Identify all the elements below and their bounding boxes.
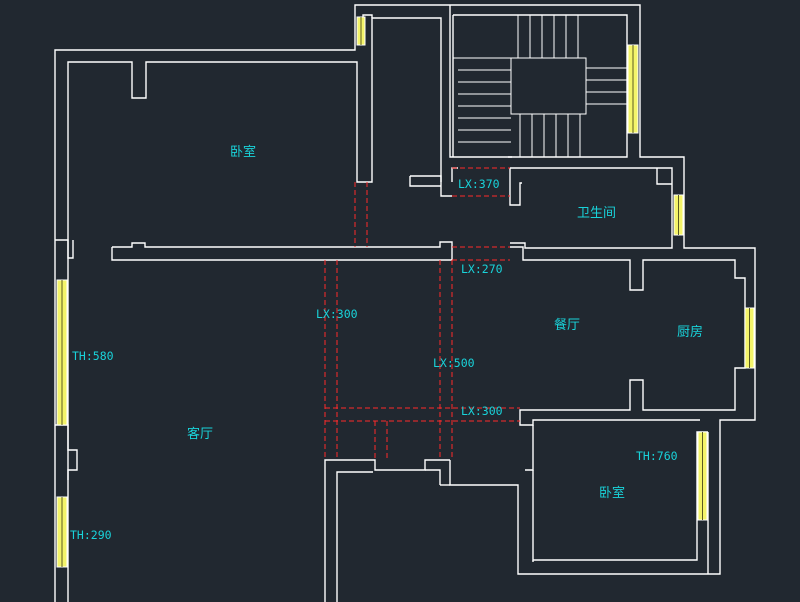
dim-label-lx-370: LX:370	[458, 177, 500, 191]
window-bathroom	[673, 194, 684, 236]
room-labels: 卧室 卫生间 餐厅 厨房 客厅 卧室	[187, 144, 703, 501]
dimension-labels: LX:370 LX:270 LX:300 LX:500 LX:300 TH:58…	[70, 177, 678, 542]
dim-label-lx-300-lower: LX:300	[461, 404, 503, 418]
dim-label-th-580: TH:580	[72, 349, 114, 363]
dim-label-lx-500: LX:500	[433, 356, 475, 370]
dim-label-lx-300-upper: LX:300	[316, 307, 358, 321]
window-top-left	[356, 16, 366, 46]
room-label-bathroom: 卫生间	[577, 206, 616, 221]
room-label-dining: 餐厅	[554, 317, 580, 333]
beam-lines	[324, 167, 520, 460]
window-bedroom-bottom	[697, 431, 708, 521]
windows	[56, 16, 755, 568]
exterior-walls	[54, 4, 756, 602]
room-label-bedroom-bottom: 卧室	[599, 485, 625, 501]
dim-label-th-760: TH:760	[636, 449, 678, 463]
room-label-living: 客厅	[187, 426, 213, 442]
dim-label-lx-270: LX:270	[461, 262, 503, 276]
dim-label-th-290: TH:290	[70, 528, 112, 542]
staircase	[453, 15, 627, 157]
window-living-left	[56, 279, 68, 426]
window-kitchen	[744, 307, 755, 369]
interior-walls	[111, 241, 746, 602]
room-label-bedroom-top: 卧室	[230, 144, 256, 160]
room-label-kitchen: 厨房	[677, 324, 703, 340]
window-stair	[627, 44, 639, 134]
window-bottom-left	[56, 496, 68, 568]
